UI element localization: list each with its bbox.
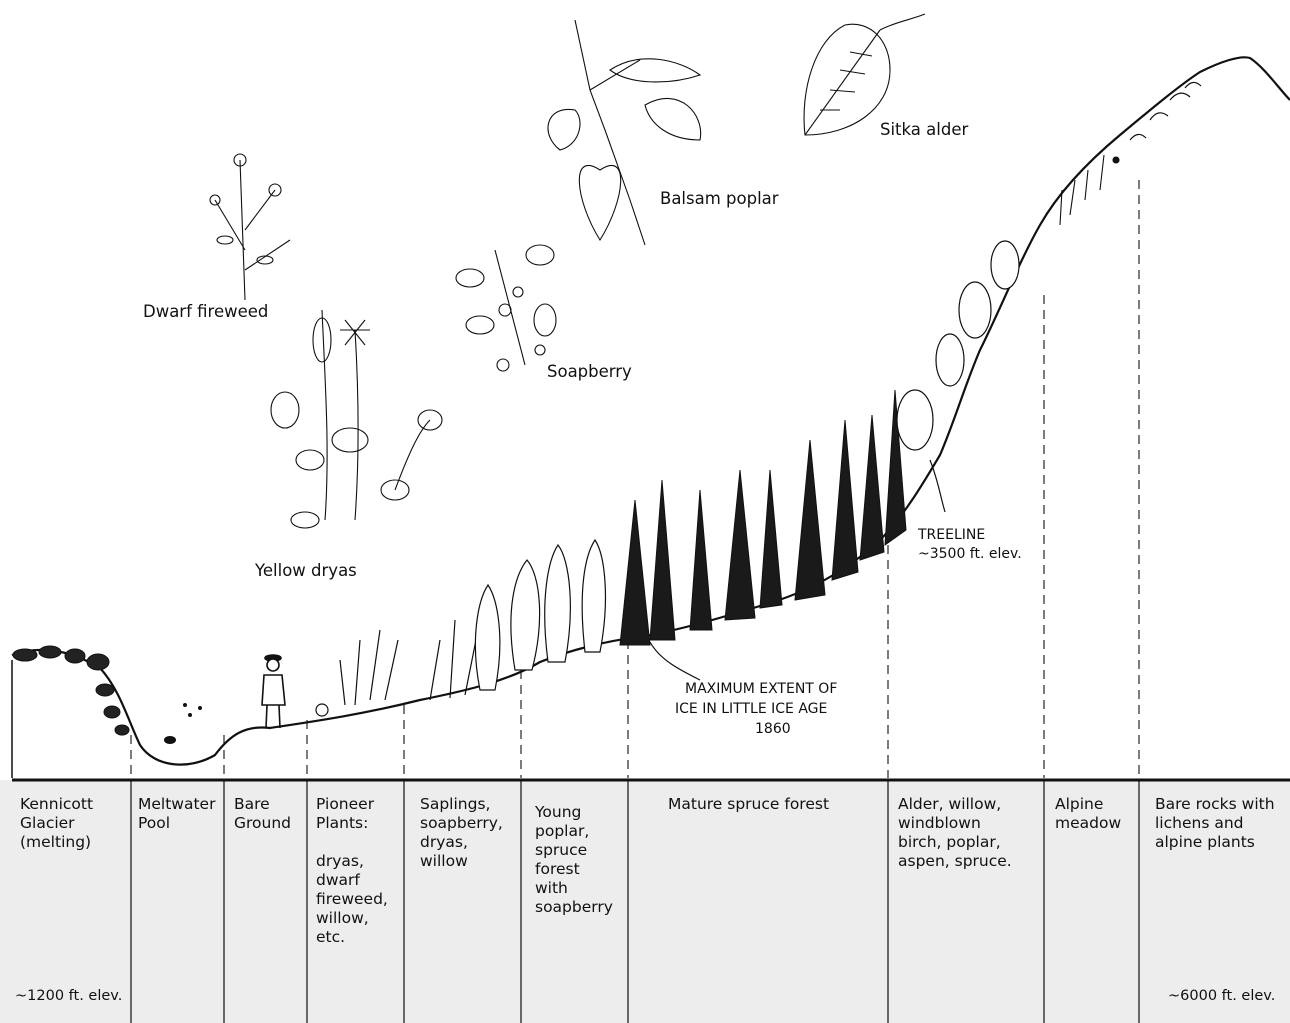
zone-bare-rocks-text: Bare rocks with lichens and alpine plant… [1155, 795, 1275, 852]
soapberry-drawing [456, 245, 556, 371]
elevation-high: ~6000 ft. elev. [1168, 988, 1275, 1004]
ice-extent-pointer [650, 642, 700, 680]
zone-saplings: Saplings, soapberry, dryas, willow [420, 795, 503, 871]
label-yellow-dryas: Yellow dryas [255, 561, 357, 581]
zone-pioneer-plants: Pioneer Plants: dryas, dwarf fireweed, w… [316, 795, 388, 947]
alpine-meadow-plants [1060, 155, 1119, 225]
label-balsam-poplar: Balsam poplar [660, 189, 779, 209]
yellow-dryas-drawing [271, 310, 442, 528]
balsam-poplar-drawing [548, 20, 701, 245]
zone-alder-willow: Alder, willow, windblown birch, poplar, … [898, 795, 1012, 871]
treeline-label: TREELINE [918, 527, 985, 544]
zone-alpine-meadow: Alpine meadow [1055, 795, 1121, 833]
ice-extent-line2: ICE IN LITTLE ICE AGE [675, 701, 827, 718]
terrain-profile [12, 57, 1290, 764]
zone-bare-ground: Bare Ground [234, 795, 291, 833]
label-soapberry: Soapberry [547, 362, 632, 382]
summit-rocks [1130, 82, 1201, 140]
zone-young-poplar-text: Young poplar, spruce forest with soapber… [535, 803, 613, 917]
zone-alpine-meadow-text: Alpine meadow [1055, 795, 1121, 833]
label-dwarf-fireweed: Dwarf fireweed [143, 302, 268, 322]
spruce-forest [620, 390, 906, 645]
treeline-elevation: ~3500 ft. elev. [918, 546, 1022, 563]
young-trees [475, 540, 605, 690]
ice-extent-line1: MAXIMUM EXTENT OF [685, 681, 837, 698]
zone-bare-ground-text: Bare Ground [234, 795, 291, 833]
zone-bare-rocks: Bare rocks with lichens and alpine plant… [1155, 795, 1275, 852]
zone-saplings-text: Saplings, soapberry, dryas, willow [420, 795, 503, 871]
zone-mature-spruce-text: Mature spruce forest [668, 795, 829, 814]
zone-meltwater-pool: Meltwater Pool [138, 795, 215, 833]
alder-zone-shrubs [897, 241, 1019, 450]
sitka-alder-drawing [804, 14, 925, 135]
dwarf-fireweed-drawing [210, 154, 290, 300]
label-sitka-alder: Sitka alder [880, 120, 968, 140]
treeline-pointer [930, 460, 945, 512]
zone-glacier-text: Kennicott Glacier (melting) [20, 795, 93, 852]
zone-young-poplar: Young poplar, spruce forest with soapber… [535, 803, 613, 917]
ice-extent-year: 1860 [755, 721, 791, 738]
zone-glacier: Kennicott Glacier (melting) [20, 795, 93, 852]
meltwater-splash [164, 703, 202, 744]
elevation-low: ~1200 ft. elev. [15, 988, 122, 1004]
zone-alder-willow-text: Alder, willow, windblown birch, poplar, … [898, 795, 1012, 871]
zone-mature-spruce: Mature spruce forest [668, 795, 829, 814]
glacier-rocks [13, 646, 129, 735]
zone-meltwater-text: Meltwater Pool [138, 795, 215, 833]
person-figure [262, 655, 285, 728]
zone-pioneer-text: Pioneer Plants: dryas, dwarf fireweed, w… [316, 795, 388, 947]
pioneer-shrubs [316, 620, 478, 716]
